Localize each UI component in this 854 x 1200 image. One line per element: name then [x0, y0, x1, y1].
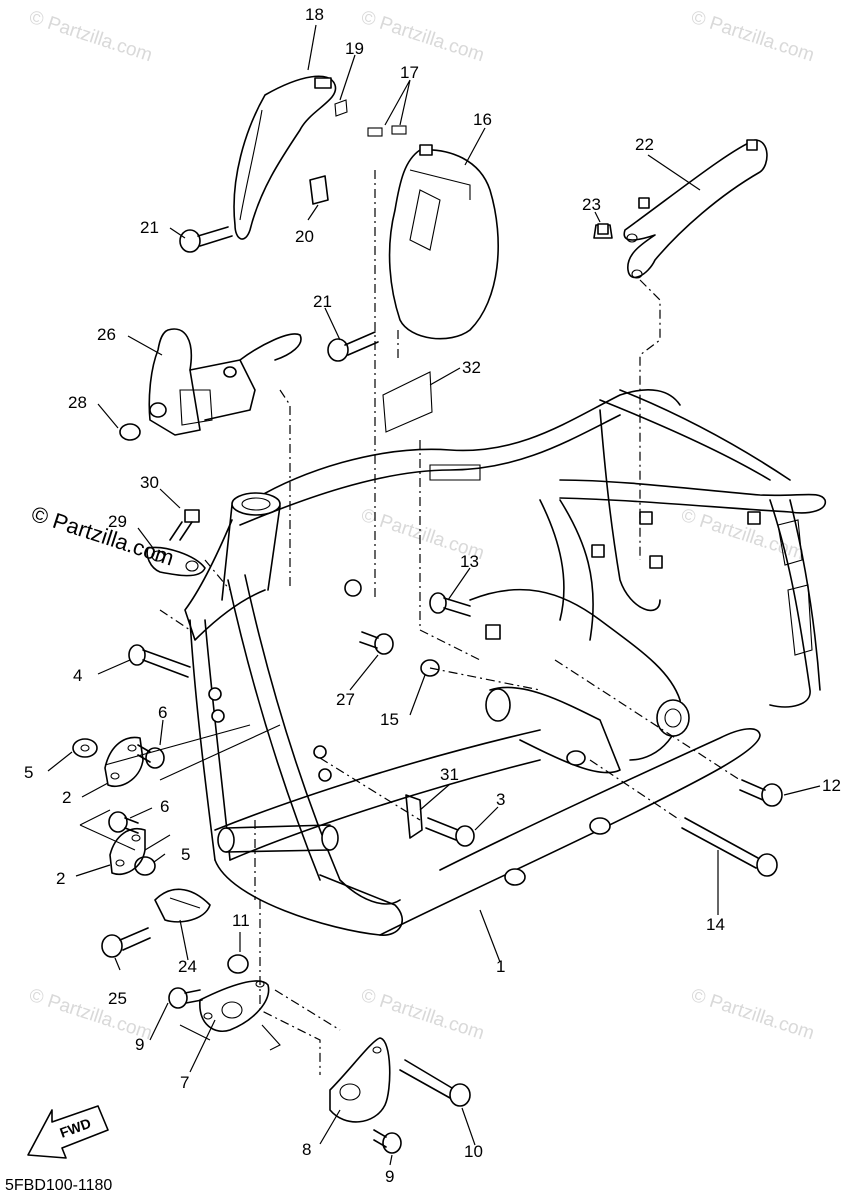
- part-bolt-13: [429, 592, 471, 617]
- callout-24: 24: [178, 957, 197, 976]
- callout-5b: 5: [181, 845, 190, 864]
- watermark: © Partzilla.com: [26, 7, 154, 67]
- part-bolt-23: [593, 223, 613, 239]
- part-bolt-9b: [373, 1129, 402, 1154]
- assembly-lines: [79, 170, 741, 1075]
- part-bolt-4: [128, 644, 191, 678]
- part-washer-5a: [72, 738, 98, 758]
- part-bolt-21b: [327, 331, 379, 362]
- watermark: © Partzilla.com: [688, 985, 816, 1045]
- callout-23: 23: [582, 195, 601, 214]
- callout-12: 12: [822, 776, 841, 795]
- callout-17: 17: [400, 63, 419, 82]
- callout-6a: 6: [158, 703, 167, 722]
- part-bolt-6b: [108, 811, 139, 834]
- part-washer-11: [227, 954, 249, 974]
- part-bracket-18: [233, 75, 337, 240]
- part-clip-31: [405, 794, 423, 839]
- callout-1: 1: [496, 957, 505, 976]
- callout-31: 31: [440, 765, 459, 784]
- part-pad-17b: [391, 125, 407, 135]
- part-label-32: [382, 371, 433, 433]
- part-bolt-10: [399, 1059, 471, 1107]
- part-bracket-29: [146, 546, 206, 577]
- callouts: 18 19 17 16 22 23 21 20 21 26 32 28 30 2…: [24, 5, 841, 1186]
- part-bracket-24: [154, 888, 211, 923]
- main-frame: [184, 389, 826, 936]
- callout-5a: 5: [24, 763, 33, 782]
- callout-26: 26: [97, 325, 116, 344]
- part-cover-16: [388, 144, 499, 340]
- part-bolt-9a: [168, 987, 203, 1009]
- callout-8: 8: [302, 1140, 311, 1159]
- callout-19: 19: [345, 39, 364, 58]
- callout-2b: 2: [56, 869, 65, 888]
- callout-13: 13: [460, 552, 479, 571]
- part-bracket-26: [148, 328, 302, 436]
- part-bolt-25: [101, 927, 151, 958]
- callout-10: 10: [464, 1142, 483, 1161]
- callout-29: 29: [108, 512, 127, 531]
- callout-30: 30: [140, 473, 159, 492]
- callout-22: 22: [635, 135, 654, 154]
- callout-14: 14: [706, 915, 725, 934]
- part-bolt-30: [169, 509, 200, 541]
- part-bolt-12: [739, 779, 783, 807]
- watermark: © Partzilla.com: [358, 985, 486, 1045]
- part-pad-19: [334, 99, 348, 117]
- part-bolt-14: [681, 817, 778, 877]
- part-stay-22: [623, 139, 768, 279]
- callout-6b: 6: [160, 797, 169, 816]
- fwd-arrow: FWD: [27, 1105, 109, 1159]
- part-plate-7: [199, 980, 270, 1032]
- callout-2a: 2: [62, 788, 71, 807]
- part-plate-8: [329, 1037, 391, 1123]
- callout-25: 25: [108, 989, 127, 1008]
- callout-16: 16: [473, 110, 492, 129]
- part-pad-17a: [367, 127, 383, 137]
- callout-15: 15: [380, 710, 399, 729]
- watermarks: © Partzilla.com © Partzilla.com © Partzi…: [26, 7, 816, 1045]
- callout-21b: 21: [313, 292, 332, 311]
- part-grommet-28: [119, 423, 141, 441]
- callout-9a: 9: [135, 1035, 144, 1054]
- leader-lines: [47, 24, 821, 1166]
- callout-28: 28: [68, 393, 87, 412]
- part-pad-20: [309, 175, 329, 205]
- part-bolt-3: [425, 817, 475, 847]
- part-bracket-2a: [104, 736, 144, 787]
- callout-7: 7: [180, 1073, 189, 1092]
- callout-11: 11: [232, 911, 250, 930]
- part-bolt-27: [359, 631, 394, 655]
- callout-21a: 21: [140, 218, 159, 237]
- callout-32: 32: [462, 358, 481, 377]
- callout-27: 27: [336, 690, 355, 709]
- callout-20: 20: [295, 227, 314, 246]
- callout-18: 18: [305, 5, 324, 24]
- watermark: © Partzilla.com: [688, 7, 816, 67]
- callout-9b: 9: [385, 1167, 394, 1186]
- callout-3: 3: [496, 790, 505, 809]
- callout-4: 4: [73, 666, 82, 685]
- part-bolt-21a: [179, 226, 233, 253]
- diagram-code: 5FBD100-1180: [5, 1177, 112, 1194]
- watermark: © Partzilla.com: [358, 7, 486, 67]
- watermark: © Partzilla.com: [678, 505, 806, 565]
